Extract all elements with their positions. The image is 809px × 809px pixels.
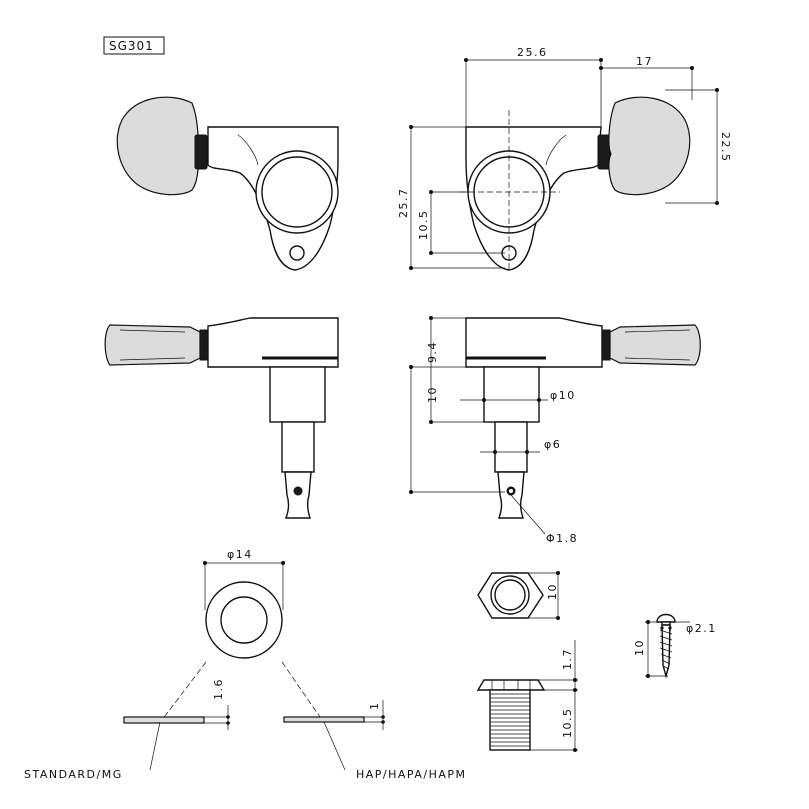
dim-lines-top	[409, 58, 719, 270]
dim-washer-std-thickness: 1.6	[212, 678, 225, 700]
dim-bushing-flange: 1.7	[561, 648, 574, 670]
dim-washer-hap-thickness: 1	[368, 702, 381, 711]
side-button-right	[609, 324, 701, 366]
button-left	[116, 96, 199, 196]
bushing	[476, 640, 578, 752]
model-label-box: SG301	[103, 36, 165, 55]
dim-bushing-thread: 10.5	[561, 708, 574, 739]
dim-body-height: 25.7	[397, 188, 410, 219]
hex-nut	[477, 571, 560, 620]
dim-bushing-length: 10	[426, 386, 439, 403]
side-view-right	[465, 317, 701, 519]
dim-width-top: 25.6	[517, 46, 548, 59]
label-standard: STANDARD/MG	[24, 768, 123, 781]
dim-housing-height: 9.4	[426, 341, 439, 363]
dim-post-center: 10.5	[417, 210, 430, 241]
side-view-left	[104, 317, 339, 519]
model-label: SG301	[109, 39, 154, 53]
dim-hole-dia: Φ1.8	[546, 532, 578, 545]
dim-button-width: 17	[636, 55, 653, 68]
dim-button-height: 22.5	[719, 132, 732, 163]
front-view-right	[460, 96, 691, 271]
dim-shaft-dia-large: φ10	[550, 389, 576, 402]
dim-shaft-dia-small: φ6	[544, 438, 561, 451]
dim-screw-length: 10	[633, 639, 646, 656]
dim-lines-middle	[409, 316, 548, 535]
front-view-left	[116, 96, 339, 271]
washer	[123, 561, 385, 771]
dim-washer-dia: φ14	[227, 548, 253, 561]
screw	[645, 613, 690, 679]
button-right	[608, 96, 691, 196]
label-hap: HAP/HAPA/HAPM	[356, 768, 467, 781]
dim-screw-dia: φ2.1	[686, 622, 717, 635]
dim-nut-size: 10	[546, 583, 559, 600]
